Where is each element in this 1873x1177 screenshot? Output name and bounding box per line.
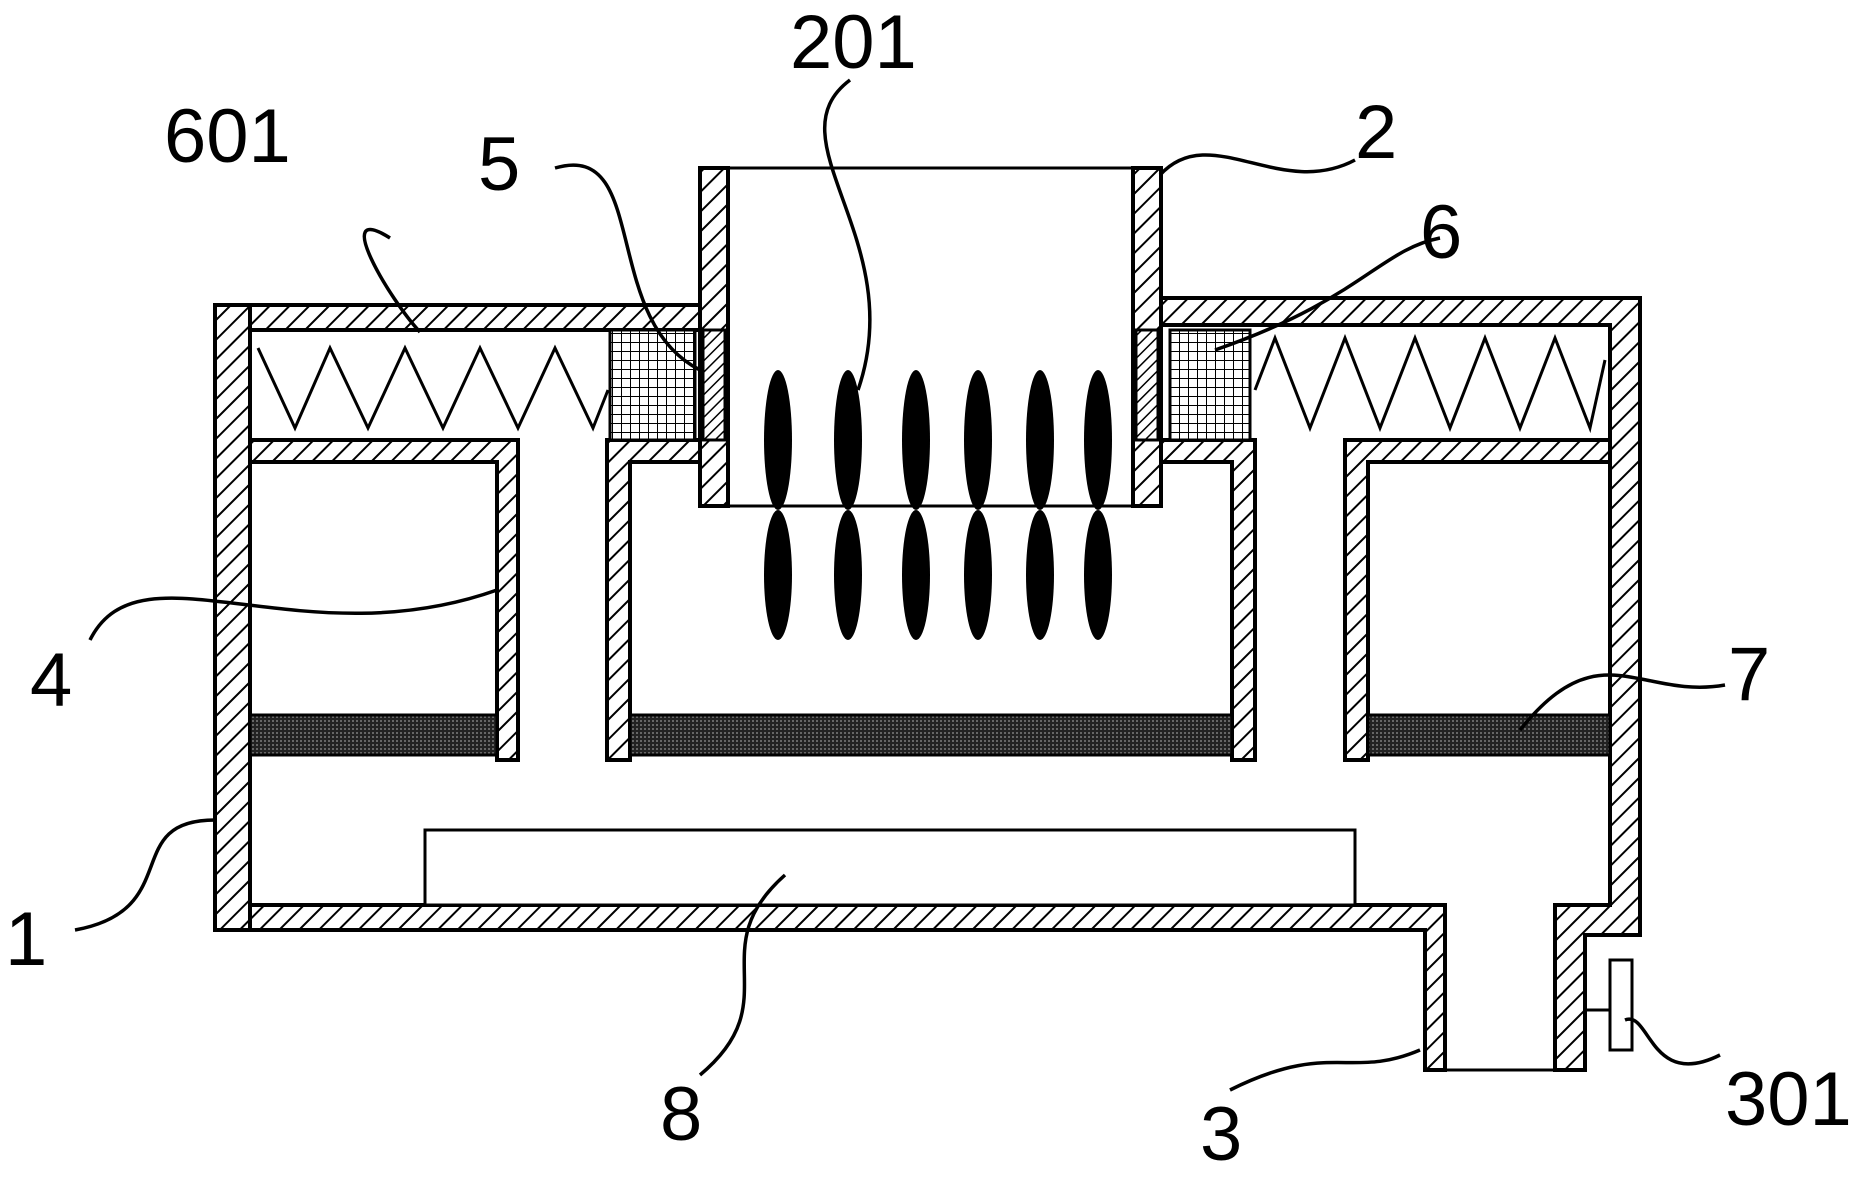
label-201: 201 [790, 0, 917, 85]
springs [256, 333, 1607, 434]
label-1: 1 [5, 897, 47, 982]
mesh-blocks [608, 328, 1252, 442]
housing [213, 296, 1642, 1072]
filter-layers [248, 713, 1612, 757]
label-601: 601 [164, 94, 291, 179]
label-4: 4 [30, 638, 72, 723]
label-301: 301 [1725, 1057, 1852, 1142]
fan-blades [764, 370, 1112, 640]
leader-lines [74, 78, 1726, 1092]
label-2: 2 [1355, 90, 1397, 175]
collection-tray [423, 828, 1357, 907]
label-8: 8 [660, 1072, 702, 1157]
reference-numerals: 601 201 5 2 6 4 7 1 8 3 301 [5, 0, 1852, 1177]
label-7: 7 [1728, 632, 1770, 717]
drain-valve [1585, 958, 1634, 1052]
label-5: 5 [478, 122, 520, 207]
label-3: 3 [1200, 1092, 1242, 1177]
label-6: 6 [1420, 190, 1462, 275]
